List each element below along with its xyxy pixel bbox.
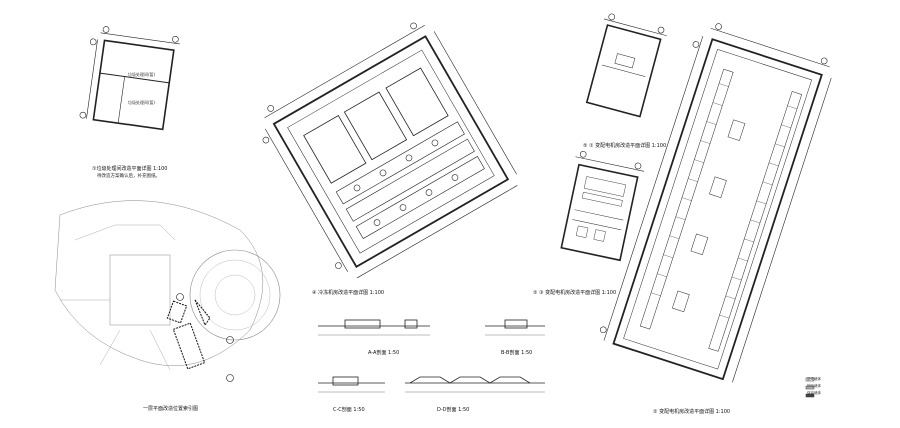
section-dd-title: D-D剖面 1:50	[437, 407, 469, 413]
section-cc-drawing	[318, 376, 385, 393]
section-aa-scale: 1:50	[388, 350, 400, 356]
garbage-room-label-2: 垃圾处理间(暂)	[128, 100, 156, 105]
section-aa-label: A-A剖面	[368, 350, 387, 356]
legend-row: 新砌墙体	[797, 376, 837, 383]
legend-row: 拆除墙体	[797, 383, 837, 390]
section-cc-title: C-C剖面 1:50	[333, 407, 365, 413]
garbage-room-plan	[79, 26, 180, 131]
section-bb-scale: 1:50	[521, 350, 533, 356]
section-cc-scale: 1:50	[353, 407, 365, 413]
section-dd-scale: 1:50	[458, 407, 470, 413]
chiller-room-plan	[262, 22, 518, 279]
substation-plan-title-a: ⑤ ① 变配电机房改造平面详图 1:100	[583, 143, 667, 149]
section-bb-label: B-B剖面	[501, 350, 520, 356]
substation-plan-title-c: ② 变配电机房改造平面详图 1:100	[653, 409, 731, 415]
garbage-room-label-1: 垃圾处理间(暂)	[128, 72, 156, 77]
substation-plan-title-b: ② ③ 变配电机房改造平面详图 1:100	[533, 290, 617, 296]
index-plan-title: 一层平面改造位置索引图	[143, 406, 199, 412]
chiller-plan-title: ④ 冷冻机房改造平面详图 1:100	[312, 290, 385, 296]
legend-label: 新砌墙体	[807, 377, 821, 381]
garbage-plan-title: ①垃圾处理间改造平面详图 1:100	[92, 166, 168, 172]
section-dd-drawing	[405, 376, 545, 393]
substation-plan-small-top	[585, 13, 667, 118]
legend-label: 保留墙体	[807, 391, 821, 395]
legend-label: 拆除墙体	[807, 384, 821, 388]
garbage-plan-note: 待改造方案确认后，补充图纸。	[97, 174, 160, 179]
legend-row: 保留墙体	[797, 390, 837, 397]
section-bb-title: B-B剖面 1:50	[501, 350, 532, 356]
section-aa-title: A-A剖面 1:50	[368, 350, 399, 356]
substation-plan-large	[599, 23, 832, 383]
substation-plan-small-mid	[560, 150, 645, 262]
section-cc-label: C-C剖面	[333, 407, 352, 413]
index-floor-plan	[54, 200, 281, 382]
section-aa-drawing	[318, 319, 430, 336]
section-dd-label: D-D剖面	[437, 407, 457, 413]
section-bb-drawing	[485, 319, 545, 336]
legend: 新砌墙体 拆除墙体 保留墙体	[797, 376, 837, 397]
legend-swatches	[805, 377, 815, 398]
